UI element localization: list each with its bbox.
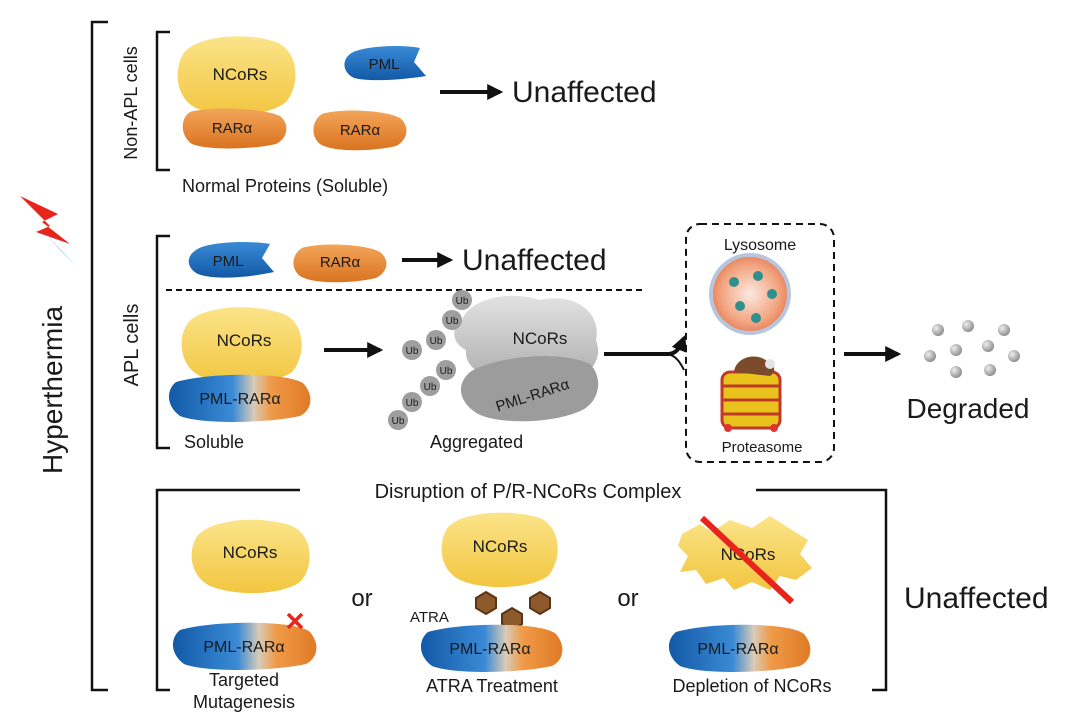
aggregate-ncors-label: NCoRs [513,329,568,348]
panel1-caption-line2: Mutagenesis [193,692,295,712]
lightning-icon [20,196,78,268]
ubiquitin-chain-top: Ub Ub Ub Ub [402,290,472,360]
apl-pml-protein: PML [188,242,274,278]
non-apl-label: Non-APL cells [121,46,141,159]
ub-label-8: Ub [440,366,453,377]
panel3-fusion-label: PML-RARα [697,641,778,658]
degraded-label: Degraded [907,393,1030,424]
apl-pml-label: PML [213,253,244,270]
or-label-2: or [617,585,638,612]
hyperthermia-bracket [90,20,108,692]
soluble-caption: Soluble [184,432,244,452]
disruption-title: Disruption of P/R-NCoRs Complex [375,481,682,503]
non-apl-bracket [155,30,170,172]
ub-label-1: Ub [406,346,419,357]
apl-rara-protein: RARα [293,244,387,283]
disruption-outcome: Unaffected [904,582,1049,615]
ubiquitin-chain-bottom: Ub Ub Ub Ub [388,360,456,430]
non-apl-outcome: Unaffected [512,76,657,109]
disruption-bracket [155,488,300,692]
degraded-fragments [924,320,1020,378]
atra-molecules [475,590,551,632]
rara-protein-2: RARα [313,110,407,151]
non-apl-caption: Normal Proteins (Soluble) [182,176,388,196]
panel1-ncors: NCoRs [191,519,310,594]
arrow-branch [604,335,687,356]
aggregated-caption: Aggregated [430,432,523,452]
arrow-branch-lower [667,353,685,371]
strike-through-icon [699,515,795,605]
rara-label-1: RARα [212,120,253,137]
panel2-ncors-label: NCoRs [473,537,528,556]
panel1-fusion-label: PML-RARα [203,639,284,656]
mutation-x-icon [286,612,304,630]
rara-label-2: RARα [340,122,381,139]
ncors-label: NCoRs [213,65,268,84]
panel1-fusion: PML-RARα [172,622,317,670]
atra-label: ATRA [410,609,449,626]
apl-fusion-protein: PML-RARα [168,374,311,422]
ncors-protein: NCoRs [177,36,296,115]
ub-label-3: Ub [446,316,459,327]
lysosome-icon [709,253,791,335]
ub-label-6: Ub [406,398,419,409]
apl-fusion-label: PML-RARα [199,391,280,408]
rara-protein-1: RARα [182,108,287,149]
panel2-caption: ATRA Treatment [426,676,558,696]
panel2-fusion: PML-RARα [420,624,563,672]
panel2-fusion-label: PML-RARα [449,641,530,658]
aggregate-cluster: NCoRs PML-RARα [454,295,599,422]
pml-label: PML [369,56,400,73]
panel3-caption: Depletion of NCoRs [672,676,831,696]
panel1-caption-line1: Targeted [209,670,279,690]
hyperthermia-label: Hyperthermia [37,306,68,474]
panel3-ncors-fragmented: NCoRs [678,516,812,590]
apl-label: APL cells [121,304,143,387]
ub-label-5: Ub [392,416,405,427]
degradation-box [685,223,835,463]
proteasome-icon [720,356,782,432]
ub-label-7: Ub [424,382,437,393]
panel1-ncors-label: NCoRs [223,543,278,562]
apl-ncors-label: NCoRs [217,331,272,350]
disruption-bracket-right [756,488,888,692]
apl-rara-label: RARα [320,254,361,271]
proteasome-label: Proteasome [722,439,803,456]
panel3-fusion: PML-RARα [668,624,811,672]
panel2-ncors: NCoRs [441,512,558,588]
ub-label-4: Ub [456,296,469,307]
apl-top-outcome: Unaffected [462,244,607,277]
apl-bracket [155,234,170,450]
ub-label-2: Ub [430,336,443,347]
apl-ncors-protein: NCoRs [181,307,302,384]
or-label-1: or [351,585,372,612]
pml-protein: PML [344,46,426,81]
lysosome-label: Lysosome [724,237,796,254]
